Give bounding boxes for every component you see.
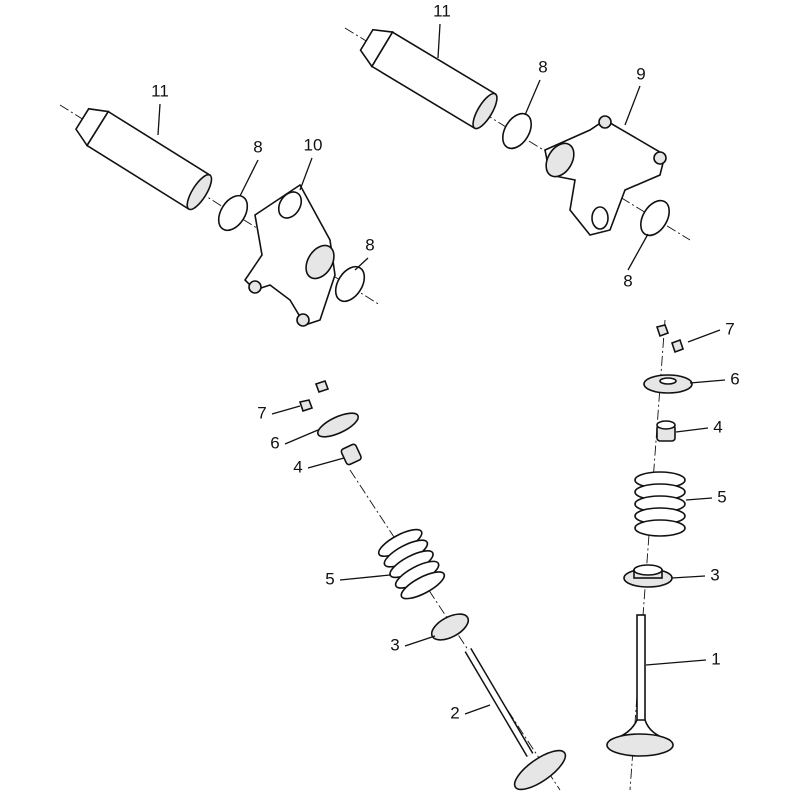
- callout-10: 10: [304, 135, 323, 154]
- valve-1: [606, 614, 674, 757]
- washer-8-right-a: [502, 112, 532, 150]
- rocker-shaft-left: [75, 107, 213, 211]
- callout-8-right-b: 8: [623, 271, 632, 290]
- valve-keepers-7-left: [298, 379, 330, 413]
- callout-8-left-b: 8: [365, 235, 374, 254]
- callout-9: 9: [636, 64, 645, 83]
- rocker-shaft-right: [359, 28, 498, 130]
- callout-5-left: 5: [325, 569, 334, 588]
- rocker-arm-9: [544, 115, 667, 236]
- callout-11-right: 11: [433, 1, 451, 20]
- valve-seal-4-right: [656, 420, 676, 442]
- washer-8-left-b: [334, 265, 366, 303]
- valve-seal-4-left: [340, 443, 362, 466]
- callout-6-left: 6: [270, 433, 279, 452]
- leader-lines: [157, 23, 726, 715]
- spring-seat-3-left: [430, 613, 470, 641]
- callout-4-left: 4: [293, 457, 302, 476]
- spring-retainer-6-right: [643, 374, 693, 394]
- valve-spring-5-right: [634, 471, 686, 537]
- callout-6-right: 6: [730, 369, 739, 388]
- axis-line-right-valve: [629, 319, 666, 791]
- spring-seat-3-right: [623, 564, 673, 588]
- callout-4-right: 4: [713, 417, 722, 436]
- callout-1: 1: [711, 649, 720, 668]
- callout-3-right: 3: [710, 565, 719, 584]
- spring-retainer-6-left: [316, 412, 360, 438]
- callout-7-left: 7: [257, 403, 266, 422]
- callout-2: 2: [450, 703, 459, 722]
- callout-3-left: 3: [390, 635, 399, 654]
- callout-5-right: 5: [717, 487, 726, 506]
- axis-line-left-valve: [349, 469, 561, 791]
- callout-11-left: 11: [151, 81, 169, 100]
- valve-spring-5-left: [377, 528, 446, 600]
- callout-8-right-a: 8: [538, 57, 547, 76]
- valve-2: [464, 647, 567, 791]
- rocker-arm-10: [243, 183, 336, 327]
- washer-8-right-b: [640, 199, 670, 237]
- callout-7-right: 7: [725, 319, 734, 338]
- washer-8-left-a: [217, 194, 249, 232]
- valve-keepers-7-right: [655, 324, 685, 354]
- callout-8-left-a: 8: [253, 137, 262, 156]
